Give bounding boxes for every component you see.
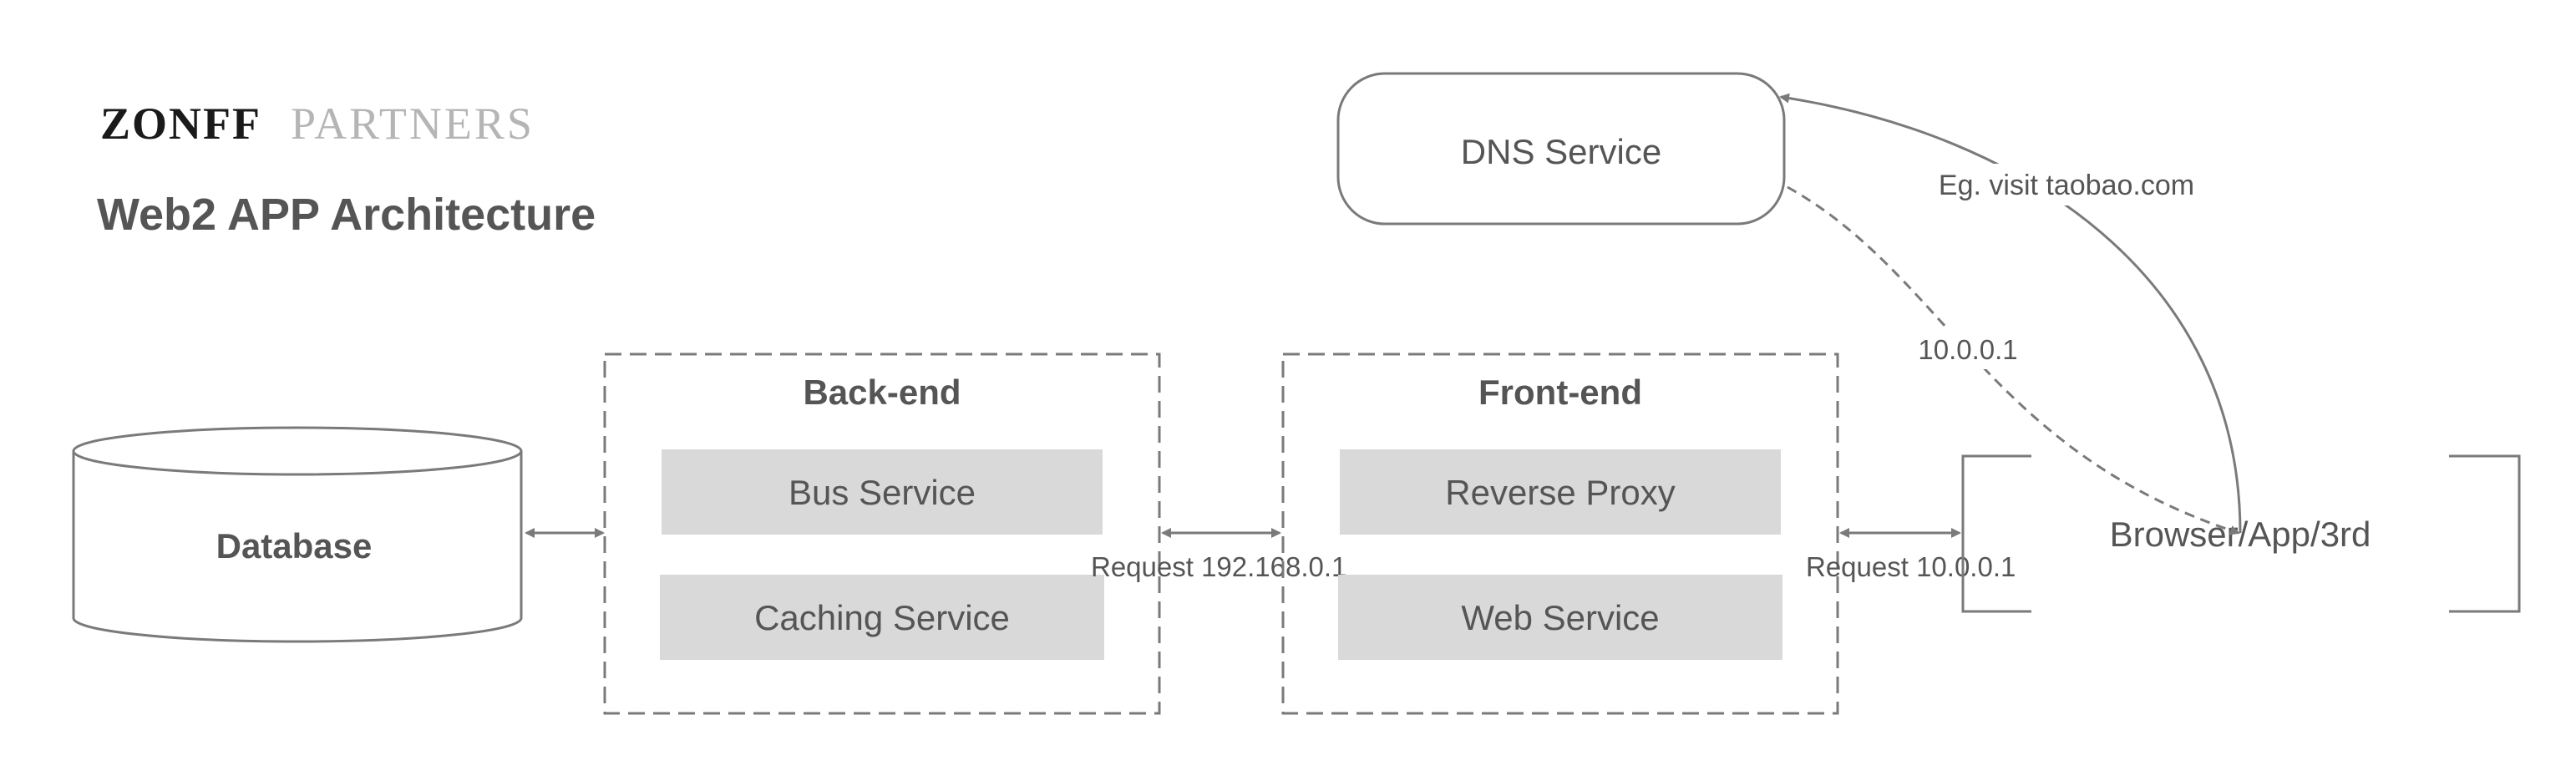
database-node: Database xyxy=(72,426,523,643)
web-service-box xyxy=(1338,575,1782,660)
frontend-container xyxy=(1281,352,1839,715)
client-node: Browser/App/3rd xyxy=(1961,454,2521,613)
database-cylinder-body xyxy=(72,451,523,643)
connector-dns-client-response xyxy=(1787,185,2240,535)
reverse-proxy-label: Reverse Proxy xyxy=(1445,473,1675,512)
dns-query-label-bg xyxy=(1918,164,2219,205)
dns-node: DNS Service xyxy=(1336,72,1786,226)
dns-response-label-bg xyxy=(1913,329,2025,369)
brand-name-primary: ZONFF xyxy=(100,99,261,149)
diagram-title: Web2 APP Architecture xyxy=(97,190,596,240)
bus-service-label: Bus Service xyxy=(789,473,976,512)
database-label: Database xyxy=(216,526,373,565)
brand-name-secondary: PARTNERS xyxy=(291,99,535,149)
client-bracket-right xyxy=(2449,454,2521,613)
frontend-title: Front-end xyxy=(1478,373,1642,412)
client-bracket-left xyxy=(1961,454,2031,613)
backend-group: Back-end Bus Service Caching Service xyxy=(603,352,1161,715)
connector-client-dns-query xyxy=(1779,93,2242,534)
reverse-proxy-box xyxy=(1340,449,1781,535)
caching-service-box xyxy=(660,575,1104,660)
frontend-group: Front-end Reverse Proxy Web Service xyxy=(1281,352,1839,715)
brand-logo: ZONFF PARTNERS xyxy=(100,99,535,149)
web-service-label: Web Service xyxy=(1461,598,1659,637)
frontend-client-request-label: Request 10.0.0.1 xyxy=(1806,551,2016,582)
dns-box xyxy=(1336,72,1786,226)
caching-service-label: Caching Service xyxy=(754,598,1010,637)
database-cylinder-top xyxy=(72,426,523,476)
backend-container xyxy=(603,352,1161,715)
bus-service-box xyxy=(662,449,1103,535)
dns-label: DNS Service xyxy=(1461,132,1661,171)
backend-title: Back-end xyxy=(803,373,961,412)
dns-response-label: 10.0.0.1 xyxy=(1918,334,2017,365)
backend-frontend-request-label: Request 192.168.0.1 xyxy=(1091,551,1346,582)
dns-query-label: Eg. visit taobao.com xyxy=(1939,170,2194,201)
